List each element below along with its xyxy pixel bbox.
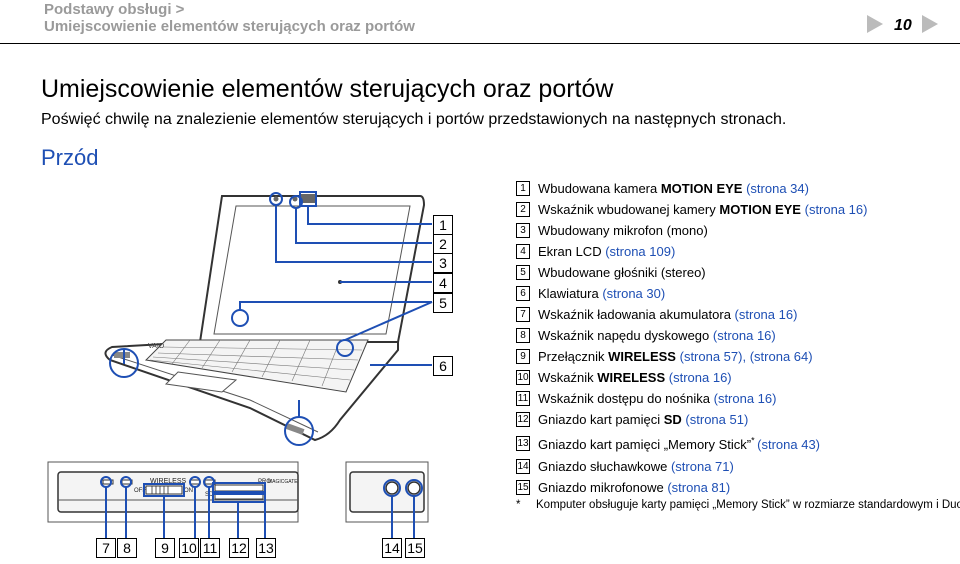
legend-number: 3: [516, 223, 530, 239]
legend-number: 10: [516, 370, 530, 386]
legend-number: 13: [516, 436, 530, 452]
wireless-label: WIRELESS: [150, 478, 187, 485]
legend-number: 15: [516, 480, 530, 496]
previous-page-arrow-icon[interactable]: [867, 15, 883, 33]
legend-number: 2: [516, 202, 530, 218]
page-link[interactable]: (strona 43): [757, 436, 821, 452]
magicgate-label: MAGICGATE: [268, 479, 298, 485]
legend-number: 9: [516, 349, 530, 365]
callout-10: 10: [179, 538, 199, 558]
legend-number: 7: [516, 307, 530, 323]
off-label: OFF: [134, 488, 146, 494]
callout-14: 14: [382, 538, 402, 558]
footnote-text: Komputer obsługuje karty pamięci „Memory…: [536, 499, 960, 511]
legend-number: 11: [516, 391, 530, 407]
page-link[interactable]: (strona 16): [734, 307, 798, 323]
vaio-logo: VAIO: [148, 343, 165, 350]
callout-1: 1: [433, 215, 453, 235]
on-label: ON: [184, 488, 193, 494]
callout-3: 3: [433, 253, 453, 273]
page-link[interactable]: (strona 16): [804, 202, 868, 218]
page-link[interactable]: (strona 57): [679, 349, 743, 365]
page-link[interactable]: (strona 30): [602, 286, 666, 302]
page-header: Podstawy obsługi > Umiejscowienie elemen…: [0, 0, 960, 44]
callout-12: 12: [229, 538, 249, 558]
page-link[interactable]: (strona 109): [605, 244, 676, 260]
page-link[interactable]: , (strona 64): [742, 349, 813, 365]
callout-6: 6: [433, 356, 453, 376]
legend-number: 4: [516, 244, 530, 260]
legend-number: 14: [516, 459, 530, 475]
next-page-arrow-icon[interactable]: [922, 15, 938, 33]
page-link[interactable]: (strona 51): [685, 412, 749, 428]
page-link[interactable]: (strona 16): [712, 328, 776, 344]
callout-8: 8: [117, 538, 137, 558]
breadcrumb-parent[interactable]: Podstawy obsługi >: [44, 1, 185, 18]
callout-11: 11: [200, 538, 220, 558]
section-heading: Przód: [41, 145, 99, 170]
legend-number: 1: [516, 181, 530, 197]
footnote-mark: *: [516, 499, 521, 511]
page-number: 10: [894, 17, 912, 34]
callout-2: 2: [433, 234, 453, 254]
callout-13: 13: [256, 538, 276, 558]
callout-9: 9: [155, 538, 175, 558]
page-link[interactable]: (strona 81): [667, 480, 731, 496]
page-title: Umiejscowienie elementów sterujących ora…: [41, 75, 614, 103]
callout-7: 7: [96, 538, 116, 558]
legend-number: 6: [516, 286, 530, 302]
breadcrumb-current: Umiejscowienie elementów sterujących ora…: [44, 18, 415, 35]
header-divider: [0, 43, 960, 44]
page-link[interactable]: (strona 71): [670, 459, 734, 475]
page-link[interactable]: (strona 34): [746, 181, 809, 197]
callout-15: 15: [405, 538, 425, 558]
legend-number: 12: [516, 412, 530, 428]
page-link[interactable]: (strona 16): [713, 391, 777, 407]
page-link[interactable]: (strona 16): [668, 370, 732, 386]
legend-number: 5: [516, 265, 530, 281]
callout-4: 4: [433, 273, 453, 293]
legend-number: 8: [516, 328, 530, 344]
callout-5: 5: [433, 293, 453, 313]
intro-text: Poświęć chwilę na znalezienie elementów …: [41, 111, 787, 128]
